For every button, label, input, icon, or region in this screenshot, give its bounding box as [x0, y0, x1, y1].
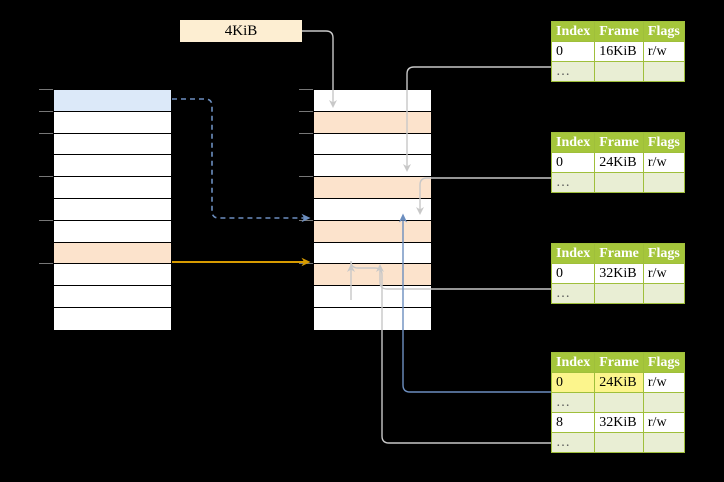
cell-index: 8 [550, 412, 596, 433]
cell-flags [642, 432, 685, 453]
cell-flags [642, 283, 685, 304]
column-header-frame: Frame [594, 132, 644, 153]
virtual-page-row-4 [54, 177, 171, 199]
cell-index: 0 [550, 372, 596, 393]
cell-index: 0 [550, 152, 596, 173]
table-row: … [550, 283, 685, 304]
column-header-index: Index [550, 243, 596, 264]
wire-pt2-to-frame [416, 177, 552, 215]
column-header-frame: Frame [594, 21, 644, 42]
cell-index: 0 [550, 263, 596, 284]
cell-frame: 24KiB [594, 152, 644, 173]
cell-flags: r/w [642, 41, 685, 62]
column-header-flags: Flags [642, 21, 685, 42]
cell-flags: r/w [642, 412, 685, 433]
cell-index: … [550, 432, 596, 453]
virtual-page-row-1 [54, 111, 171, 134]
wire-virtual-to-physical-dashed [172, 98, 311, 223]
virtual-address-space-block [53, 89, 172, 330]
row-tick-mark [39, 176, 53, 178]
cell-frame [594, 432, 644, 453]
physical-frame-row-10 [314, 307, 431, 330]
column-header-index: Index [550, 21, 596, 42]
cell-flags: r/w [642, 152, 685, 173]
page-size-label: 4KiB [180, 20, 302, 42]
cell-index: … [550, 172, 596, 193]
cell-frame [594, 283, 644, 304]
row-tick-mark [299, 89, 313, 90]
physical-frame-row-4 [314, 177, 431, 199]
row-tick-mark [299, 219, 313, 221]
row-tick-mark [39, 89, 53, 90]
row-tick-mark [39, 219, 53, 221]
cell-frame: 32KiB [594, 263, 644, 284]
virtual-page-row-2 [54, 133, 171, 156]
row-tick-mark [39, 132, 53, 134]
table-row: … [550, 432, 685, 453]
virtual-page-row-10 [54, 307, 171, 330]
cell-index: … [550, 283, 596, 304]
cell-frame: 16KiB [594, 41, 644, 62]
row-tick-mark [39, 110, 53, 112]
physical-frame-row-1 [314, 111, 431, 134]
virtual-page-row-3 [54, 155, 171, 178]
row-tick-mark [39, 263, 53, 265]
table-row: … [550, 61, 685, 82]
virtual-page-row-0 [54, 90, 171, 112]
cell-index: … [550, 61, 596, 82]
cell-frame: 24KiB [594, 372, 644, 393]
column-header-index: Index [550, 132, 596, 153]
physical-frame-row-0 [314, 90, 431, 112]
virtual-page-row-7 [54, 242, 171, 265]
cell-flags [642, 392, 685, 413]
physical-frame-row-8 [314, 264, 431, 287]
virtual-page-row-9 [54, 286, 171, 308]
column-header-index: Index [550, 352, 596, 373]
table-row: … [550, 172, 685, 193]
column-header-flags: Flags [642, 132, 685, 153]
column-header-flags: Flags [642, 243, 685, 264]
physical-frame-row-5 [314, 198, 431, 221]
column-header-flags: Flags [642, 352, 685, 373]
column-header-frame: Frame [594, 352, 644, 373]
physical-frame-row-3 [314, 155, 431, 178]
row-tick-mark [299, 176, 313, 178]
row-tick-mark [299, 263, 313, 265]
physical-frame-row-7 [314, 242, 431, 265]
cell-index: … [550, 392, 596, 413]
virtual-page-row-5 [54, 198, 171, 221]
physical-frame-row-2 [314, 133, 431, 156]
row-tick-mark [299, 110, 313, 112]
cell-flags [642, 172, 685, 193]
virtual-page-row-8 [54, 264, 171, 287]
cell-frame [594, 392, 644, 413]
row-tick-mark [299, 132, 313, 134]
physical-frame-row-9 [314, 286, 431, 308]
cell-frame [594, 172, 644, 193]
cell-flags: r/w [642, 263, 685, 284]
cell-index: 0 [550, 41, 596, 62]
table-row: … [550, 392, 685, 413]
column-header-frame: Frame [594, 243, 644, 264]
physical-frame-row-6 [314, 220, 431, 243]
cell-flags [642, 61, 685, 82]
cell-frame [594, 61, 644, 82]
virtual-page-row-6 [54, 220, 171, 243]
cell-flags: r/w [642, 372, 685, 393]
cell-frame: 32KiB [594, 412, 644, 433]
physical-memory-block [313, 89, 432, 330]
